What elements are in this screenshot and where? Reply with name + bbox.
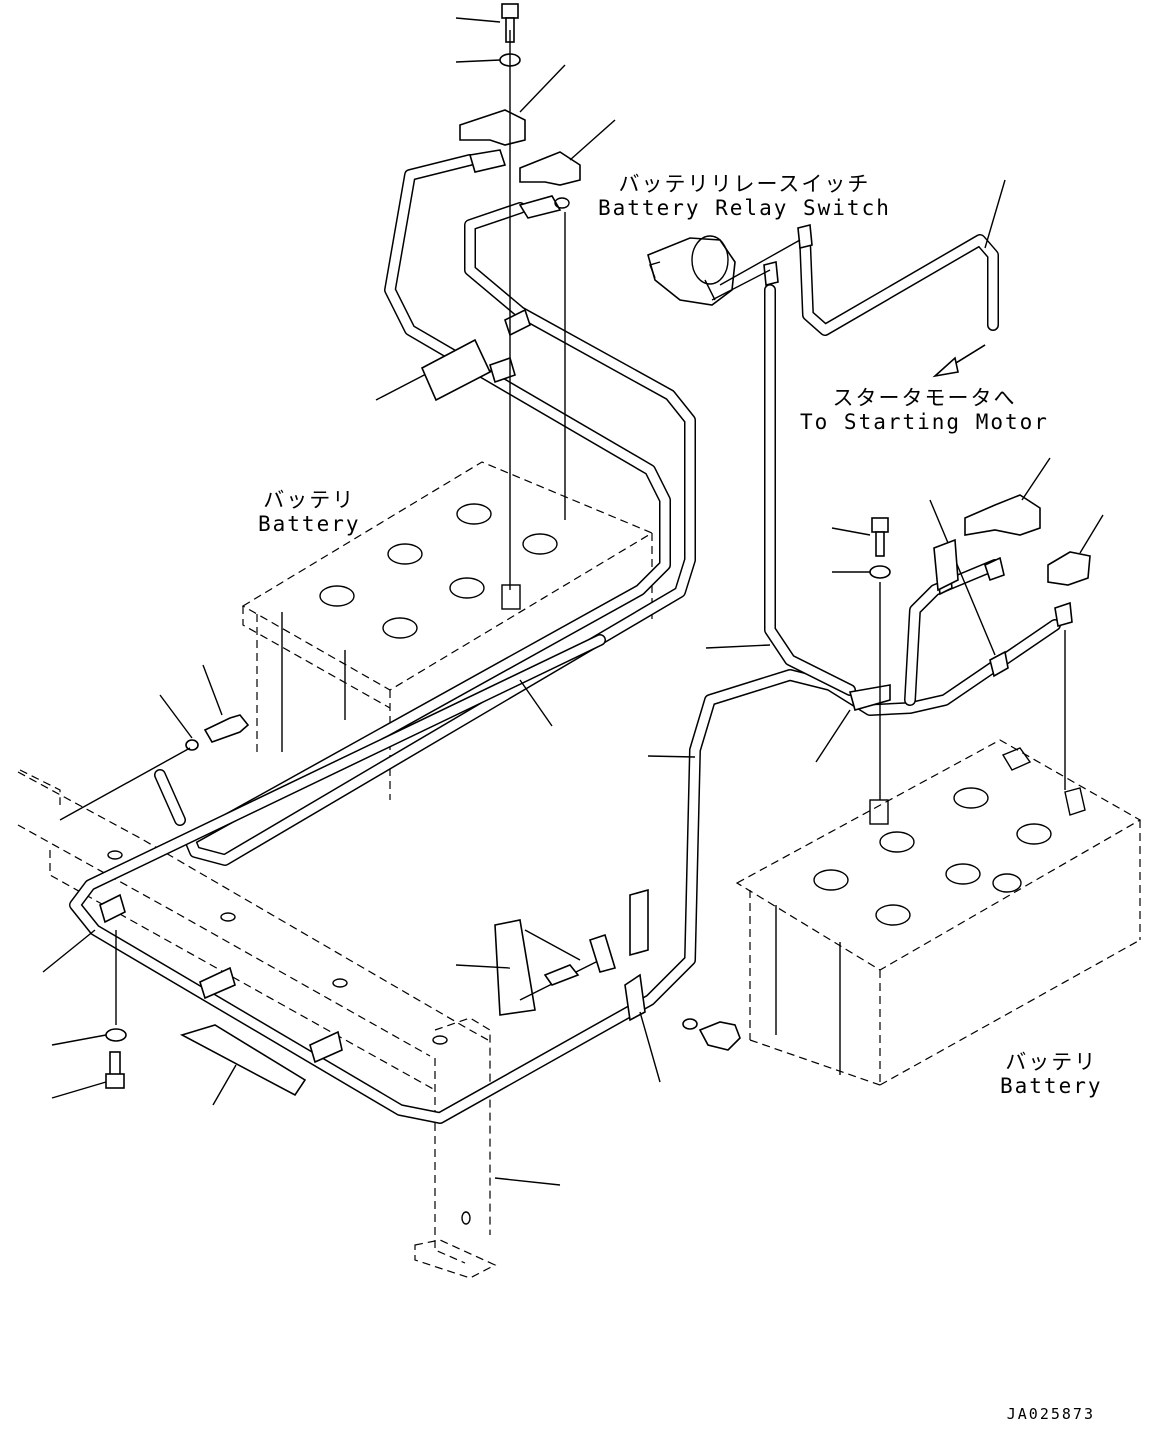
leader-lines [42,17,1104,1186]
battery-relay-switch-label: バッテリリレースイッチ Battery Relay Switch [598,172,891,220]
battery-right-label: バッテリ Battery [1000,1050,1103,1098]
battery-left-jp: バッテリ [263,488,356,512]
battery-right-jp: バッテリ [1005,1050,1098,1074]
battery-right-en: Battery [1000,1074,1103,1098]
right-hardware [869,494,1091,816]
battery-relay-switch-part [647,223,813,306]
starting-motor-jp: スタータモータへ [832,386,1017,410]
battery-left-en: Battery [258,512,361,536]
left-hardware [59,714,741,1089]
battery-relay-switch-jp: バッテリリレースイッチ [618,172,871,196]
battery-left-label: バッテリ Battery [258,488,361,536]
battery-left [241,461,654,800]
starting-motor-en: To Starting Motor [800,410,1049,434]
battery-right [735,739,1142,1086]
battery-relay-switch-en: Battery Relay Switch [598,196,891,220]
cable-clamps [99,308,1009,1064]
starting-motor-label: スタータモータへ To Starting Motor [800,386,1049,434]
top-hardware [459,3,581,590]
battery-tray-frame [17,769,497,1279]
drawing-code: JA025873 [1006,1405,1095,1423]
